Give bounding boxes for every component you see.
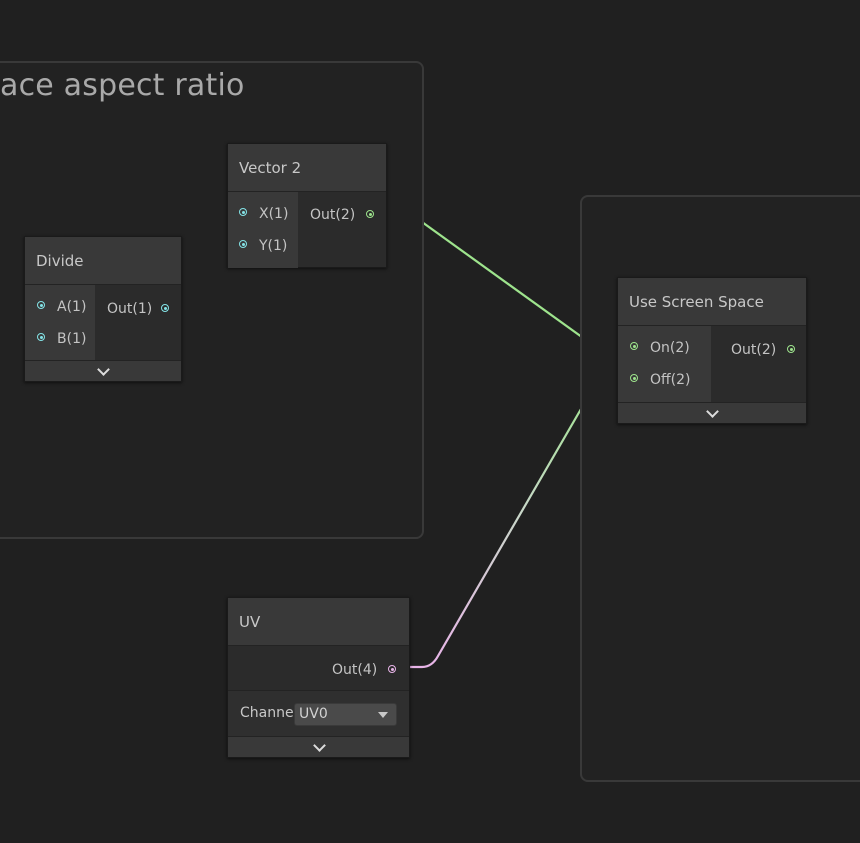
input-port-on[interactable]: On(2) — [618, 340, 711, 359]
channel-dropdown[interactable]: UV0 — [294, 703, 397, 726]
port-off-icon[interactable] — [630, 374, 638, 382]
input-port-b[interactable]: B(1) — [25, 331, 95, 350]
port-out-icon[interactable] — [161, 304, 169, 312]
chevron-down-icon — [312, 739, 326, 752]
input-port-x[interactable]: X(1) — [228, 206, 298, 225]
node-title[interactable]: Divide — [25, 237, 181, 285]
collapse-toggle[interactable] — [618, 402, 806, 423]
collapse-toggle[interactable] — [25, 360, 181, 381]
port-y-icon[interactable] — [239, 240, 247, 248]
input-ports: A(1) B(1) — [25, 285, 95, 361]
node-title[interactable]: Use Screen Space — [618, 278, 806, 326]
port-a-icon[interactable] — [37, 301, 45, 309]
use-screen-space-node[interactable]: Use Screen Space On(2) Off(2) Out(2) — [617, 277, 807, 424]
channel-label: Channe — [240, 705, 294, 721]
node-title[interactable]: UV — [228, 598, 409, 646]
node-title[interactable]: Vector 2 — [228, 144, 386, 192]
output-port[interactable]: Out(4) — [332, 662, 396, 678]
input-ports: On(2) Off(2) — [618, 326, 711, 403]
port-x-icon[interactable] — [239, 208, 247, 216]
group-aspect-ratio[interactable]: ace aspect ratio — [0, 61, 424, 539]
port-out-icon[interactable] — [787, 345, 795, 353]
port-b-icon[interactable] — [37, 333, 45, 341]
caret-down-icon — [378, 712, 388, 718]
vector2-node[interactable]: Vector 2 X(1) Y(1) Out(2) — [227, 143, 387, 268]
input-port-y[interactable]: Y(1) — [228, 238, 298, 257]
port-on-icon[interactable] — [630, 342, 638, 350]
chevron-down-icon — [706, 405, 719, 418]
group-title[interactable]: ace aspect ratio — [0, 68, 245, 103]
input-port-off[interactable]: Off(2) — [618, 372, 711, 391]
collapse-toggle[interactable] — [228, 736, 409, 757]
output-port[interactable]: Out(2) — [310, 207, 374, 223]
output-port[interactable]: Out(1) — [107, 301, 169, 317]
chevron-down-icon — [97, 363, 110, 376]
input-ports: X(1) Y(1) — [228, 192, 298, 268]
uv-node[interactable]: UV Out(4) Channe UV0 — [227, 597, 410, 758]
divide-node[interactable]: Divide A(1) B(1) Out(1) — [24, 236, 182, 382]
channel-settings: Channe UV0 — [228, 690, 409, 738]
output-port[interactable]: Out(2) — [731, 342, 795, 358]
port-out-icon[interactable] — [388, 665, 396, 673]
port-out-icon[interactable] — [366, 210, 374, 218]
input-port-a[interactable]: A(1) — [25, 299, 95, 318]
